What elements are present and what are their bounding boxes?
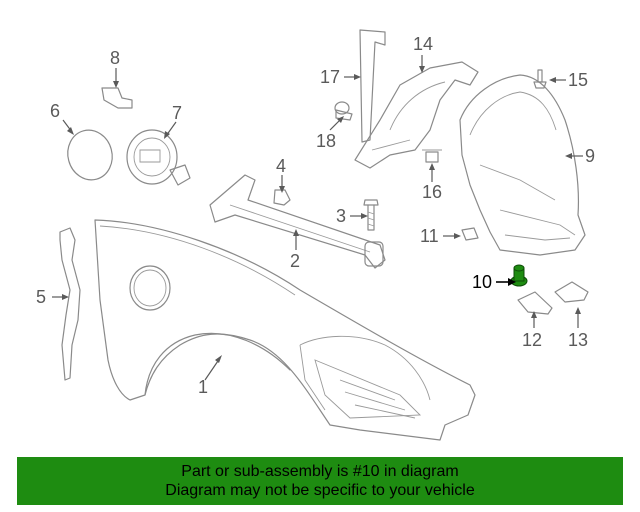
footer-line-2: Diagram may not be specific to your vehi…: [165, 482, 475, 499]
callout-1: 1: [198, 377, 208, 397]
callout-13: 13: [568, 330, 588, 350]
fuel-door-part-6: [67, 129, 113, 181]
bracket-part-13: [554, 281, 589, 303]
callout-17: 17: [320, 67, 340, 87]
callout-14: 14: [413, 34, 433, 54]
callout-18: 18: [316, 131, 336, 151]
bolt-part-4: [273, 189, 291, 206]
callout-10: 10: [472, 272, 492, 292]
clip-part-10: [510, 264, 528, 287]
clip-part-16: [422, 149, 442, 163]
bracket-part-12: [517, 291, 553, 315]
liner-part-9: [459, 74, 586, 256]
callout-7: 7: [172, 103, 182, 123]
callout-9: 9: [585, 146, 595, 166]
callout-11: 11: [420, 226, 439, 246]
pad-part-11: [461, 227, 479, 241]
callout-5: 5: [36, 287, 46, 307]
parts-diagram: 1 2 3 4 5 6 7 8 9 10 11 12 13 14 15 16 1…: [36, 29, 595, 441]
callout-15: 15: [568, 70, 588, 90]
callout-2: 2: [290, 251, 300, 271]
actuator-part-8: [101, 87, 133, 109]
seal-part-17: [359, 29, 386, 143]
brace-part-2: [209, 174, 386, 269]
callout-4: 4: [276, 156, 286, 176]
callout-6: 6: [50, 101, 60, 121]
bolt-part-3: [363, 199, 379, 231]
footer-line-1: Part or sub-assembly is #10 in diagram: [181, 463, 459, 480]
callout-8: 8: [110, 48, 120, 68]
callout-12: 12: [522, 330, 542, 350]
arrowheads: [62, 66, 581, 363]
seal-part-5: [59, 227, 81, 381]
clip-part-18: [334, 101, 353, 121]
callout-3: 3: [336, 206, 346, 226]
fender-part-1: [94, 219, 476, 441]
fuel-housing-part-7: [126, 129, 191, 186]
footer-banner: Part or sub-assembly is #10 in diagram D…: [17, 457, 623, 505]
callout-16: 16: [422, 182, 442, 202]
liner-part-14: [354, 61, 479, 169]
clip-part-15: [533, 69, 547, 89]
arrowhead-10: [508, 278, 516, 286]
